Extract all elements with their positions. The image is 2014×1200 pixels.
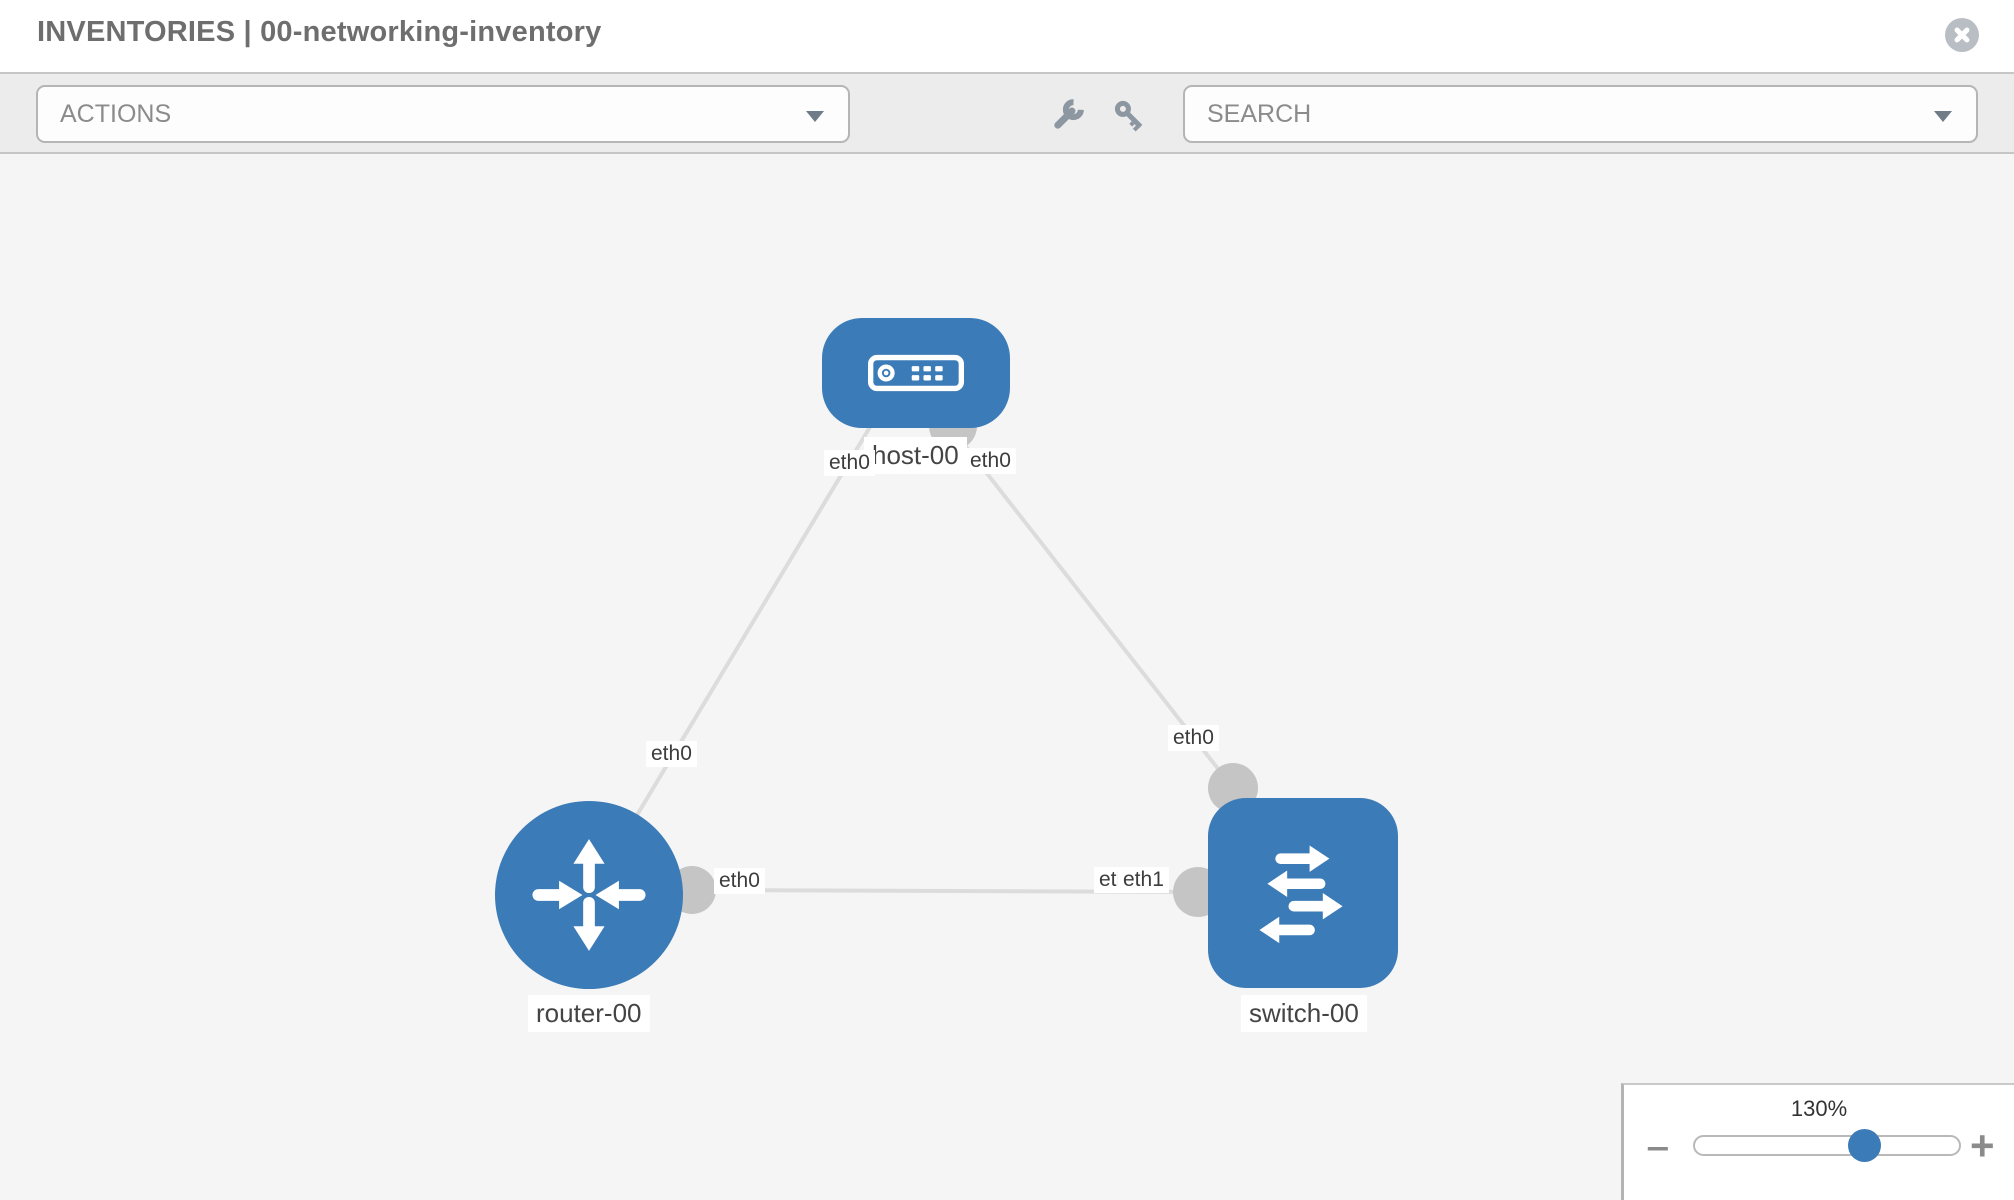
wrench-icon[interactable] [1047, 96, 1087, 136]
router-icon [532, 839, 646, 951]
interface-label-switch-eth1: eth1 [1118, 867, 1169, 893]
node-host-00[interactable] [822, 318, 1010, 428]
zoom-slider-handle[interactable] [1848, 1129, 1881, 1162]
zoom-level: 130% [1790, 1096, 1848, 1121]
interface-label-router-link-eth0: eth0 [646, 741, 697, 767]
chevron-down-icon [806, 111, 824, 122]
interface-label-switch-link-eth0: eth0 [1168, 725, 1219, 751]
node-router-00[interactable] [495, 801, 683, 989]
interface-label-host-eth0-right: eth0 [965, 448, 1016, 474]
zoom-slider[interactable] [1693, 1129, 1961, 1162]
toolbar: ACTIONS SEARCH [0, 72, 2014, 154]
topology-canvas[interactable]: host-00 router-00 switch-00 eth0 eth0 et… [0, 154, 2014, 1200]
zoom-out-button[interactable]: − [1646, 1131, 1670, 1167]
switch-icon [1259, 845, 1343, 944]
interface-label-router-eth0: eth0 [714, 868, 765, 894]
actions-dropdown-label: ACTIONS [60, 100, 172, 128]
node-label-host: host-00 [864, 437, 967, 474]
node-label-switch: switch-00 [1241, 995, 1367, 1032]
page-title: INVENTORIES | 00-networking-inventory [37, 16, 602, 48]
key-icon[interactable] [1110, 96, 1150, 136]
chevron-down-icon [1934, 111, 1952, 122]
zoom-in-button[interactable]: + [1970, 1122, 1995, 1169]
search-dropdown-label: SEARCH [1207, 100, 1312, 128]
node-switch-00[interactable] [1208, 798, 1398, 988]
zoom-panel: 130% − + [1621, 1083, 2014, 1200]
close-button[interactable] [1945, 18, 1979, 52]
host-server-icon [868, 354, 964, 392]
search-dropdown[interactable]: SEARCH [1183, 85, 1978, 143]
node-label-router: router-00 [528, 995, 650, 1032]
actions-dropdown[interactable]: ACTIONS [36, 85, 850, 143]
topology-links-layer [587, 402, 1258, 917]
interface-label-host-eth0-left: eth0 [824, 450, 875, 476]
header: INVENTORIES | 00-networking-inventory [0, 0, 2014, 72]
